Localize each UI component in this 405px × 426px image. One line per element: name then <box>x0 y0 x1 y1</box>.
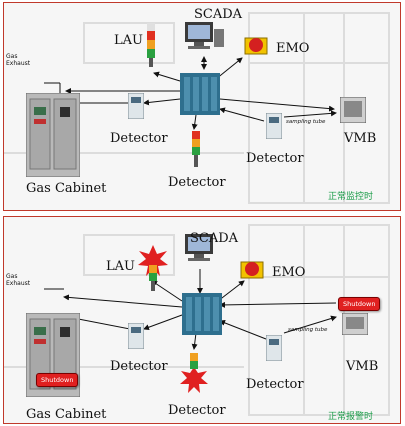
signal-tower-icon <box>192 131 200 167</box>
monitor-icon <box>185 22 224 49</box>
emo-button-icon <box>240 261 264 279</box>
monitor-icon <box>185 234 213 261</box>
gas-exhaust-label: Gas Exhaust <box>6 53 31 67</box>
vmb-label: VMB <box>344 131 377 146</box>
detector-center-label: Detector <box>168 403 226 418</box>
gas-detector-icon <box>128 323 144 349</box>
gas-detector-icon <box>266 335 282 361</box>
detector-center-label: Detector <box>168 175 226 190</box>
lau-label: LAU <box>106 259 135 274</box>
vmb-label: VMB <box>346 359 379 374</box>
gas-cabinet-label: Gas Cabinet <box>26 407 107 422</box>
normal-alarm-panel: LAU SCADA EMO Gas Exhaust Shutdown Gas C… <box>3 216 401 424</box>
diagram-canvas <box>4 224 390 416</box>
lau-label: LAU <box>114 33 143 48</box>
detector-left-label: Detector <box>110 359 168 374</box>
alarm-burst-icon <box>138 245 168 291</box>
alarm-burst-icon <box>180 353 208 393</box>
gas-detector-icon <box>128 93 144 119</box>
connection-arrows <box>44 269 337 350</box>
sampling-tube-label: sampling tube <box>288 327 328 333</box>
detector-left-label: Detector <box>110 131 168 146</box>
scada-label: SCADA <box>190 231 239 246</box>
signal-tower-icon <box>147 23 155 67</box>
vmb-icon <box>340 97 366 123</box>
gas-detector-icon <box>266 113 282 139</box>
gas-exhaust-label: Gas Exhaust <box>6 273 31 287</box>
plc-controller-icon <box>182 293 222 335</box>
detector-right-label: Detector <box>246 377 304 392</box>
status-normal-monitoring: 正常监控时 <box>328 192 374 202</box>
shutdown-cabinet-badge: Shutdown <box>36 373 79 387</box>
detector-right-label: Detector <box>246 151 304 166</box>
emo-button-icon <box>244 37 268 55</box>
plc-controller-icon <box>180 73 220 115</box>
gas-cabinet-icon <box>26 93 80 177</box>
shutdown-vmb-badge: Shutdown <box>338 297 381 311</box>
emo-label: EMO <box>276 41 310 56</box>
vmb-icon <box>342 313 368 335</box>
scada-label: SCADA <box>194 7 243 22</box>
normal-monitoring-panel: LAU SCADA EMO Gas Exhaust Gas Cabinet <box>3 2 401 211</box>
sampling-tube-label: sampling tube <box>286 119 326 125</box>
status-normal-alarm: 正常报警时 <box>328 412 374 422</box>
gas-cabinet-label: Gas Cabinet <box>26 181 107 196</box>
emo-label: EMO <box>272 265 306 280</box>
